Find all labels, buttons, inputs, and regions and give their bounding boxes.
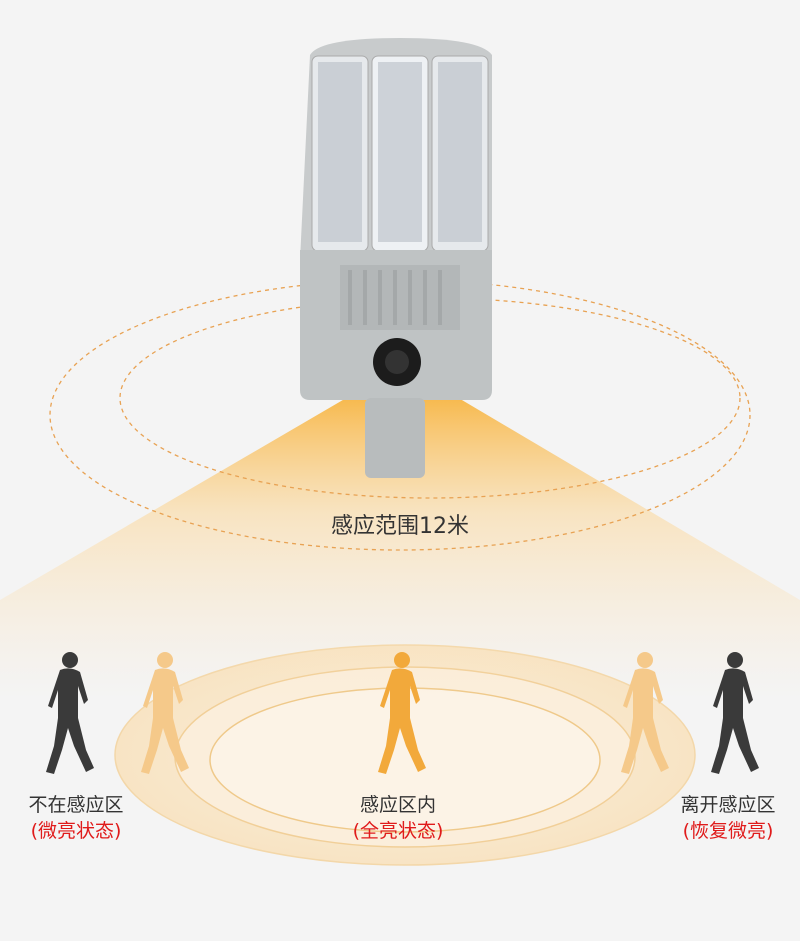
state-title: 不在感应区 xyxy=(28,794,124,816)
state-status: (全亮状态) xyxy=(352,820,444,842)
state-status: (恢复微亮) xyxy=(682,820,774,842)
sensor-range-rings xyxy=(49,279,751,551)
street-light xyxy=(300,38,492,478)
state-title: 离开感应区 xyxy=(680,794,776,816)
state-left: 离开感应区 (恢复微亮) xyxy=(648,792,800,844)
light-cone xyxy=(0,390,800,700)
sensor-range-label: 感应范围12米 xyxy=(331,514,469,539)
state-status: (微亮状态) xyxy=(30,820,122,842)
state-title: 感应区内 xyxy=(359,794,436,816)
state-inside: 感应区内 (全亮状态) xyxy=(318,792,478,844)
state-outside: 不在感应区 (微亮状态) xyxy=(0,792,156,844)
